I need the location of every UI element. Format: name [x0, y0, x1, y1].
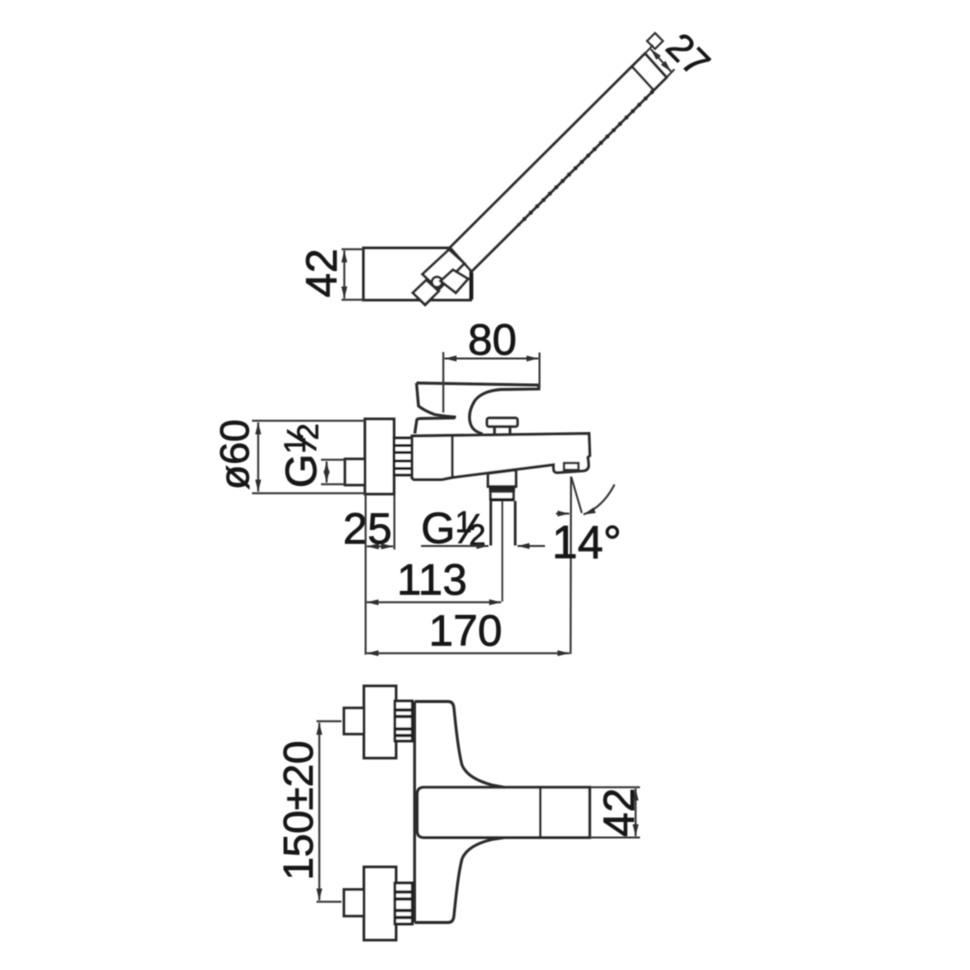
svg-text:113: 113	[397, 556, 467, 605]
svg-text:42: 42	[595, 788, 644, 837]
svg-text:G1⁄2: G1⁄2	[277, 423, 326, 488]
svg-text:14°: 14°	[552, 516, 622, 568]
svg-text:ø60: ø60	[212, 419, 258, 490]
svg-text:80: 80	[468, 316, 517, 365]
svg-text:170: 170	[429, 607, 502, 656]
svg-text:150±20: 150±20	[275, 741, 322, 881]
svg-text:42: 42	[298, 249, 347, 298]
